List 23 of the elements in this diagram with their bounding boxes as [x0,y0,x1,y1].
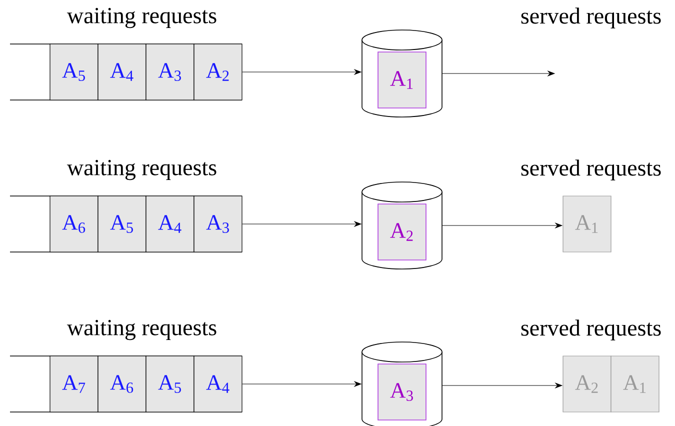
row-label: waiting requests [66,320,216,340]
served-box: A$_{1}$ [610,356,660,412]
request-box: A$_{2}$ [378,204,426,260]
queue-cell: A$_{6}$ [50,196,98,252]
row-label: waiting requests [66,160,216,180]
queue-cell: A$_{5}$ [50,44,98,100]
request-box: A$_{1}$ [378,52,426,108]
queue-cell: A$_{4}$ [194,356,242,412]
served-box: A$_{1}$ [562,196,612,252]
queue-cell: A$_{7}$ [50,356,98,412]
queue-cell: A$_{2}$ [194,44,242,100]
served-box: A$_{2}$ [562,356,612,412]
row-label: served requests [521,8,661,28]
row-label: served requests [521,320,661,340]
queue-cell: A$_{5}$ [146,356,194,412]
queue-cell: A$_{6}$ [98,356,146,412]
queue-cell: A$_{4}$ [98,44,146,100]
row-label: waiting requests [66,8,216,28]
queue-cell: A$_{3}$ [194,196,242,252]
request-box: A$_{3}$ [378,364,426,420]
queue-cell: A$_{3}$ [146,44,194,100]
queue-cell: A$_{4}$ [146,196,194,252]
queue-cell: A$_{5}$ [98,196,146,252]
